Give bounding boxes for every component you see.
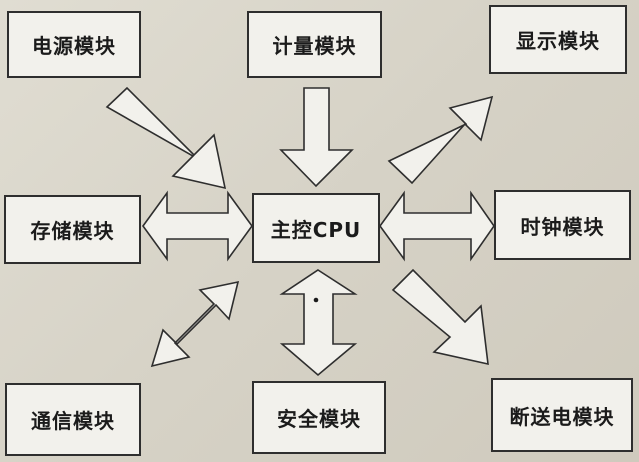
display-module-label: 显示模块 [516,29,600,53]
marker-dot [313,297,319,303]
clock-module-label: 时钟模块 [520,214,605,239]
power-module-box: 电源模块 [7,11,141,78]
arrow-cpu-clock [379,190,495,262]
arrow-cpu-comm [150,280,240,368]
arrow-cpu-security [279,269,358,377]
comm-module-box: 通信模块 [5,383,141,456]
clock-module-box: 时钟模块 [494,190,631,260]
comm-module-label: 通信模块 [31,409,115,433]
cpu-box: 主控CPU [252,193,380,263]
metering-module-box: 计量模块 [247,11,382,78]
display-module-box: 显示模块 [489,5,627,74]
storage-module-label: 存储模块 [30,219,115,243]
security-module-box: 安全模块 [252,381,386,454]
arrow-cpu-to-relay [391,268,489,366]
arrow-metering-to-cpu [279,87,354,188]
storage-module-box: 存储模块 [4,195,141,264]
arrow-cpu-to-display [387,95,494,185]
cpu-label: 主控CPU [270,217,362,242]
arrow-power-to-cpu [105,86,227,190]
power-module-label: 电源模块 [32,34,116,58]
relay-module-box: 断送电模块 [491,378,633,452]
relay-module-label: 断送电模块 [509,404,615,429]
arrow-storage-cpu [142,190,253,262]
metering-module-label: 计量模块 [272,34,357,58]
security-module-label: 安全模块 [277,407,361,431]
